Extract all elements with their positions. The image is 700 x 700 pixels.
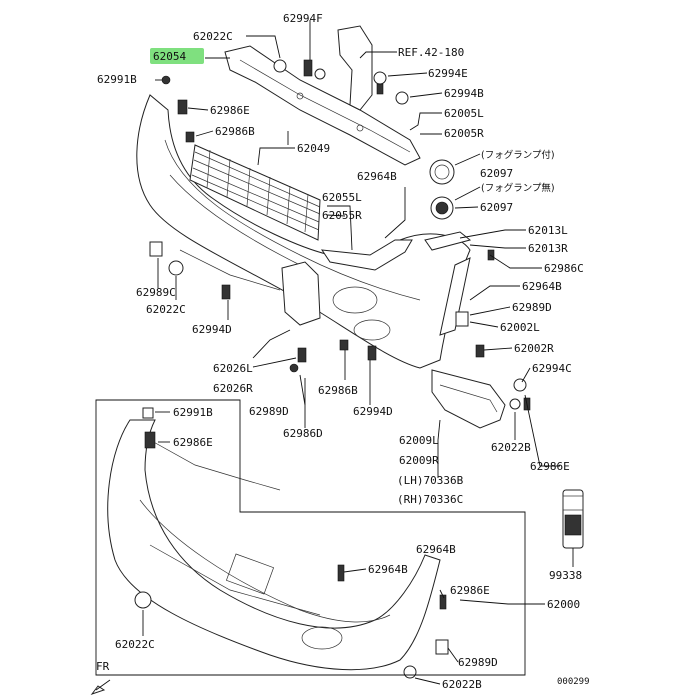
label-62097-a: 62097 — [480, 167, 513, 180]
label-62026R: 62026R — [213, 382, 253, 395]
label-without-fog-lamp: (フォグランプ無) — [481, 182, 555, 194]
side-molding-62013 — [424, 231, 472, 336]
label-99338: 99338 — [549, 569, 582, 582]
label-70336C: (RH)70336C — [397, 493, 463, 506]
label-62000: 62000 — [547, 598, 580, 611]
reinforcement-bar-62054 — [224, 45, 421, 166]
ref-bracket — [337, 25, 373, 111]
label-62002L: 62002L — [500, 321, 540, 334]
leader-lines — [142, 20, 574, 685]
label-62986B-mid: 62986B — [318, 384, 358, 397]
fog-lamp-ring-62097-b — [430, 196, 454, 220]
label-62005L: 62005L — [444, 107, 484, 120]
fog-lamp-ring-62097-a — [429, 159, 455, 185]
label-62994C: 62994C — [532, 362, 572, 375]
label-with-fog-lamp: (フォグランプ付) — [481, 149, 555, 161]
lower-bumper-62000 — [107, 419, 441, 671]
label-62986B-top: 62986B — [215, 125, 255, 138]
label-62054: 62054 — [153, 50, 186, 63]
label-62989D-mid: 62989D — [512, 301, 552, 314]
center-plate-62026 — [281, 261, 321, 326]
side-bracket-62009 — [431, 369, 506, 429]
label-62026L: 62026L — [213, 362, 253, 375]
label-62989D-low: 62989D — [249, 405, 289, 418]
label-70336B: (LH)70336B — [397, 474, 464, 487]
label-62986E-top: 62986E — [210, 104, 250, 117]
label-62049: 62049 — [297, 142, 330, 155]
part-labels: 62022C 62994F 62054 REF.42-180 62991B 62… — [96, 12, 590, 691]
label-62986C: 62986C — [544, 262, 584, 275]
label-62005R: 62005R — [444, 127, 484, 140]
label-62022C-low: 62022C — [115, 638, 155, 651]
label-62022C-mid: 62022C — [146, 303, 186, 316]
label-62989D-bottom: 62989D — [458, 656, 498, 669]
lower-frame-box — [95, 399, 526, 676]
label-62022B-mid: 62022B — [491, 441, 531, 454]
label-62994B: 62994B — [444, 87, 484, 100]
label-62994D-mid: 62994D — [192, 323, 232, 336]
label-62009R: 62009R — [399, 454, 439, 467]
fastener-clips — [134, 59, 531, 679]
label-fr: FR — [96, 660, 110, 673]
label-62022C-top: 62022C — [193, 30, 233, 43]
label-footer-code: 000299 — [557, 677, 590, 687]
label-62964B-low: 62964B — [368, 563, 408, 576]
label-62097-b: 62097 — [480, 201, 513, 214]
label-62055L: 62055L — [322, 191, 362, 204]
highlight-62054 — [150, 48, 204, 64]
label-62986E-right: 62986E — [530, 460, 570, 473]
label-62009L: 62009L — [399, 434, 439, 447]
label-62994E: 62994E — [428, 67, 468, 80]
label-62986E-low: 62986E — [173, 436, 213, 449]
label-62013R: 62013R — [528, 242, 568, 255]
label-ref-42-180: REF.42-180 — [398, 46, 464, 59]
label-62994F: 62994F — [283, 12, 323, 25]
label-62986E-bottom: 62986E — [450, 584, 490, 597]
label-62964B-mid: 62964B — [522, 280, 562, 293]
label-62989C: 62989C — [136, 286, 176, 299]
label-62013L: 62013L — [528, 224, 568, 237]
grille-62049 — [189, 144, 321, 241]
label-62991B-low: 62991B — [173, 406, 213, 419]
label-62002R: 62002R — [514, 342, 554, 355]
fog-lamp-62055 — [320, 239, 413, 271]
label-62022B-bottom: 62022B — [442, 678, 482, 691]
grease-tube-99338 — [562, 489, 584, 549]
label-62964B-top: 62964B — [357, 170, 397, 183]
label-62055R: 62055R — [322, 209, 362, 222]
label-62991B-top: 62991B — [97, 73, 137, 86]
front-direction-arrow — [90, 679, 111, 695]
label-62994D-low: 62994D — [353, 405, 393, 418]
label-62964B-upper-low: 62964B — [416, 543, 456, 556]
label-62986D: 62986D — [283, 427, 323, 440]
